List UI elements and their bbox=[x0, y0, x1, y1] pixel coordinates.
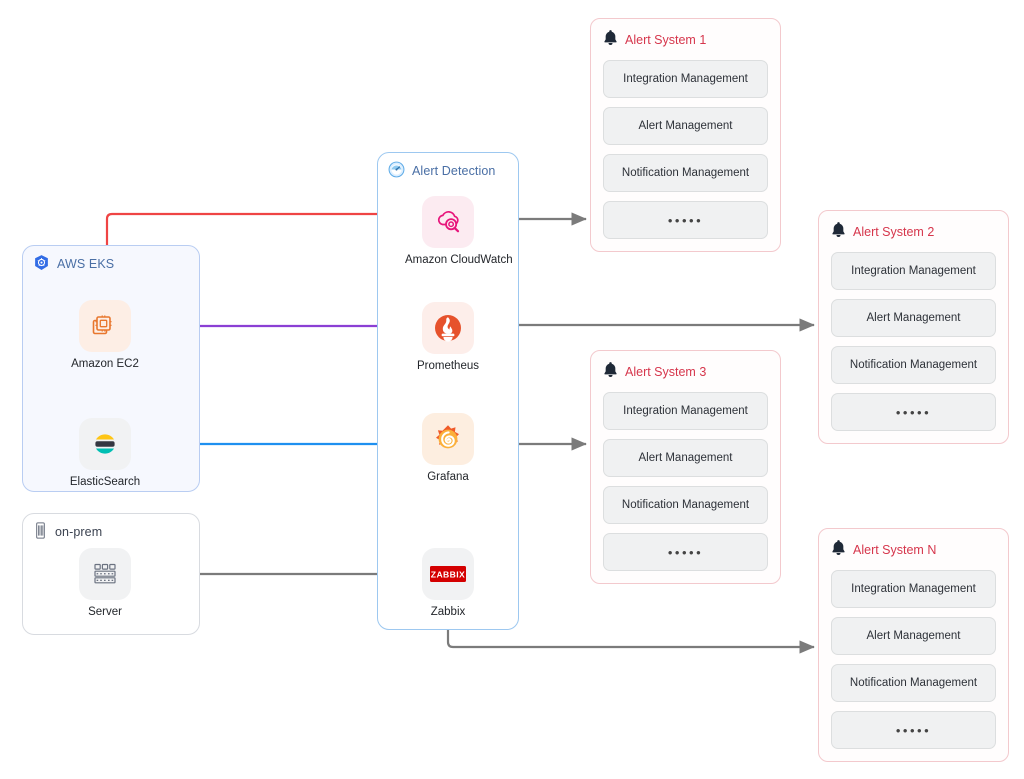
alert-system-3-title: Alert System 3 bbox=[625, 365, 707, 379]
amazon-ec2-icon bbox=[79, 300, 139, 360]
node-amazon-cloudwatch-label: Amazon CloudWatch bbox=[405, 254, 513, 266]
alert-system-3-item-notification-management[interactable]: Notification Management bbox=[603, 486, 768, 524]
alert-system-1-title: Alert System 1 bbox=[625, 33, 707, 47]
alert-system-n-header: Alert System N bbox=[831, 539, 996, 561]
alert-system-2-header: Alert System 2 bbox=[831, 221, 996, 243]
node-prometheus-label: Prometheus bbox=[416, 360, 479, 372]
alert-system-n-item-more[interactable]: ••••• bbox=[831, 711, 996, 749]
group-on-prem-title: on-prem bbox=[55, 525, 103, 539]
node-amazon-ec2[interactable]: Amazon EC2 bbox=[62, 300, 148, 372]
kubernetes-icon bbox=[33, 254, 50, 274]
alert-system-1-header: Alert System 1 bbox=[603, 29, 768, 51]
alert-system-3-item-alert-management[interactable]: Alert Management bbox=[603, 439, 768, 477]
alert-system-2-card[interactable]: Alert System 2 Integration Management Al… bbox=[818, 210, 1009, 444]
alert-system-n-item-alert-management[interactable]: Alert Management bbox=[831, 617, 996, 655]
node-prometheus[interactable]: Prometheus bbox=[405, 302, 491, 374]
zabbix-icon: ZABBIX bbox=[422, 548, 474, 600]
bell-icon bbox=[831, 539, 846, 561]
alert-system-3-item-integration-management[interactable]: Integration Management bbox=[603, 392, 768, 430]
bell-icon bbox=[831, 221, 846, 243]
node-zabbix-label: Zabbix bbox=[430, 606, 466, 618]
alert-system-2-item-notification-management[interactable]: Notification Management bbox=[831, 346, 996, 384]
bell-icon bbox=[603, 29, 618, 51]
alert-system-1-item-more[interactable]: ••••• bbox=[603, 201, 768, 239]
bell-icon bbox=[603, 361, 618, 383]
alert-system-1-item-notification-management[interactable]: Notification Management bbox=[603, 154, 768, 192]
alert-system-n-item-notification-management[interactable]: Notification Management bbox=[831, 664, 996, 702]
node-server-label: Server bbox=[88, 606, 122, 618]
node-zabbix[interactable]: ZABBIX Zabbix bbox=[405, 548, 491, 620]
alert-system-2-item-more[interactable]: ••••• bbox=[831, 393, 996, 431]
group-aws-eks-title: AWS EKS bbox=[57, 257, 115, 271]
server-icon bbox=[79, 548, 139, 608]
alert-system-n-title: Alert System N bbox=[853, 543, 937, 557]
alert-system-2-title: Alert System 2 bbox=[853, 225, 935, 239]
alert-system-3-card[interactable]: Alert System 3 Integration Management Al… bbox=[590, 350, 781, 584]
node-grafana-label: Grafana bbox=[427, 471, 469, 483]
alert-system-3-header: Alert System 3 bbox=[603, 361, 768, 383]
amazon-cloudwatch-icon bbox=[422, 196, 474, 248]
gauge-icon bbox=[388, 161, 405, 181]
group-aws-eks-header: AWS EKS bbox=[33, 254, 114, 274]
grafana-icon bbox=[422, 413, 474, 465]
node-elasticsearch[interactable]: ElasticSearch bbox=[62, 418, 148, 490]
alert-system-n-card[interactable]: Alert System N Integration Management Al… bbox=[818, 528, 1009, 762]
alert-system-n-item-integration-management[interactable]: Integration Management bbox=[831, 570, 996, 608]
node-elasticsearch-label: ElasticSearch bbox=[69, 476, 141, 488]
alert-system-2-item-integration-management[interactable]: Integration Management bbox=[831, 252, 996, 290]
alert-system-3-item-more[interactable]: ••••• bbox=[603, 533, 768, 571]
alert-system-2-item-alert-management[interactable]: Alert Management bbox=[831, 299, 996, 337]
group-alert-detection-header: Alert Detection bbox=[388, 161, 495, 181]
elasticsearch-icon bbox=[79, 418, 131, 470]
prometheus-icon bbox=[422, 302, 474, 354]
alert-system-1-card[interactable]: Alert System 1 Integration Management Al… bbox=[590, 18, 781, 252]
alert-system-1-item-alert-management[interactable]: Alert Management bbox=[603, 107, 768, 145]
svg-text:ZABBIX: ZABBIX bbox=[431, 570, 465, 580]
alert-system-1-item-integration-management[interactable]: Integration Management bbox=[603, 60, 768, 98]
node-amazon-ec2-label: Amazon EC2 bbox=[71, 358, 139, 370]
group-alert-detection-title: Alert Detection bbox=[412, 164, 496, 178]
group-on-prem-header: on-prem bbox=[33, 522, 102, 542]
node-amazon-cloudwatch[interactable]: Amazon CloudWatch bbox=[405, 196, 513, 268]
node-grafana[interactable]: Grafana bbox=[405, 413, 491, 485]
server-rack-icon bbox=[33, 522, 48, 542]
node-server[interactable]: Server bbox=[62, 548, 148, 620]
